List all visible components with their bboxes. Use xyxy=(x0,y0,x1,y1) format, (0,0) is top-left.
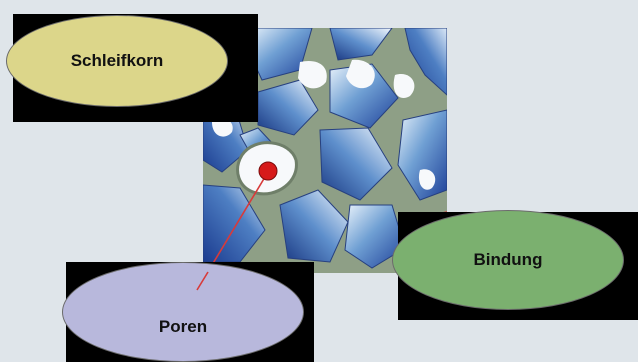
bond-label: Bindung xyxy=(474,250,543,270)
bond-label-ellipse: Bindung xyxy=(392,210,624,310)
pores-label-ellipse: Poren xyxy=(62,262,304,362)
pores-label: Poren xyxy=(159,317,207,337)
pore-marker-dot xyxy=(259,162,277,180)
grain-label: Schleifkorn xyxy=(71,51,164,71)
grain-label-ellipse: Schleifkorn xyxy=(6,15,228,107)
